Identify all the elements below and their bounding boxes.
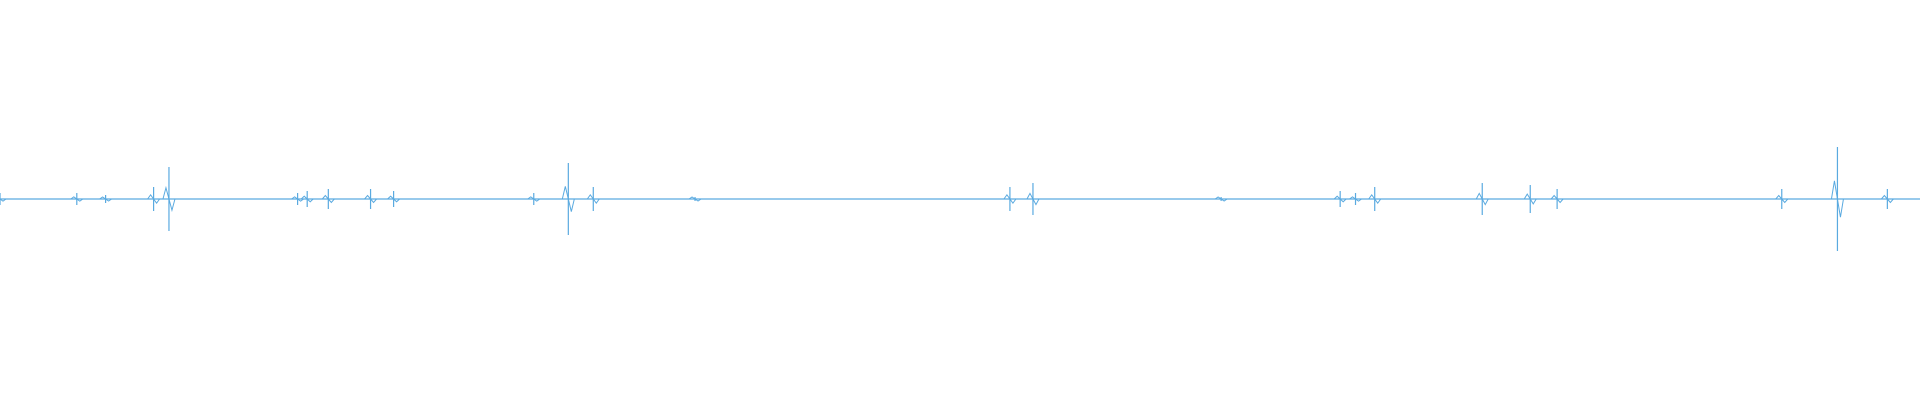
waveform-burst bbox=[1830, 180, 1844, 218]
waveform-burst bbox=[291, 196, 304, 202]
waveform-burst bbox=[586, 193, 600, 205]
waveform-burst bbox=[147, 193, 161, 205]
waveform-burst bbox=[70, 196, 84, 202]
waveform-burst bbox=[1026, 192, 1040, 206]
waveform-peaks bbox=[0, 147, 1894, 251]
waveform-burst bbox=[1368, 193, 1382, 205]
waveform-burst bbox=[99, 196, 112, 202]
waveform-burst bbox=[321, 194, 335, 204]
waveform-burst bbox=[527, 196, 541, 202]
waveform-burst bbox=[300, 195, 314, 203]
waveform-burst bbox=[1475, 192, 1489, 206]
waveform-burst bbox=[561, 186, 575, 212]
waveform-burst bbox=[162, 185, 176, 213]
waveform-burst bbox=[1214, 196, 1228, 202]
waveform-burst bbox=[1333, 195, 1347, 203]
waveform-burst bbox=[364, 194, 377, 204]
waveform-burst bbox=[688, 196, 702, 202]
waveform-burst bbox=[387, 195, 400, 203]
waveform-burst bbox=[0, 198, 7, 202]
waveform-burst bbox=[1775, 194, 1789, 204]
waveform-burst bbox=[1003, 193, 1017, 205]
waveform-burst bbox=[1880, 194, 1894, 204]
waveform-burst bbox=[1349, 196, 1362, 202]
waveform-burst bbox=[1550, 194, 1564, 204]
waveform-burst bbox=[1523, 193, 1537, 205]
